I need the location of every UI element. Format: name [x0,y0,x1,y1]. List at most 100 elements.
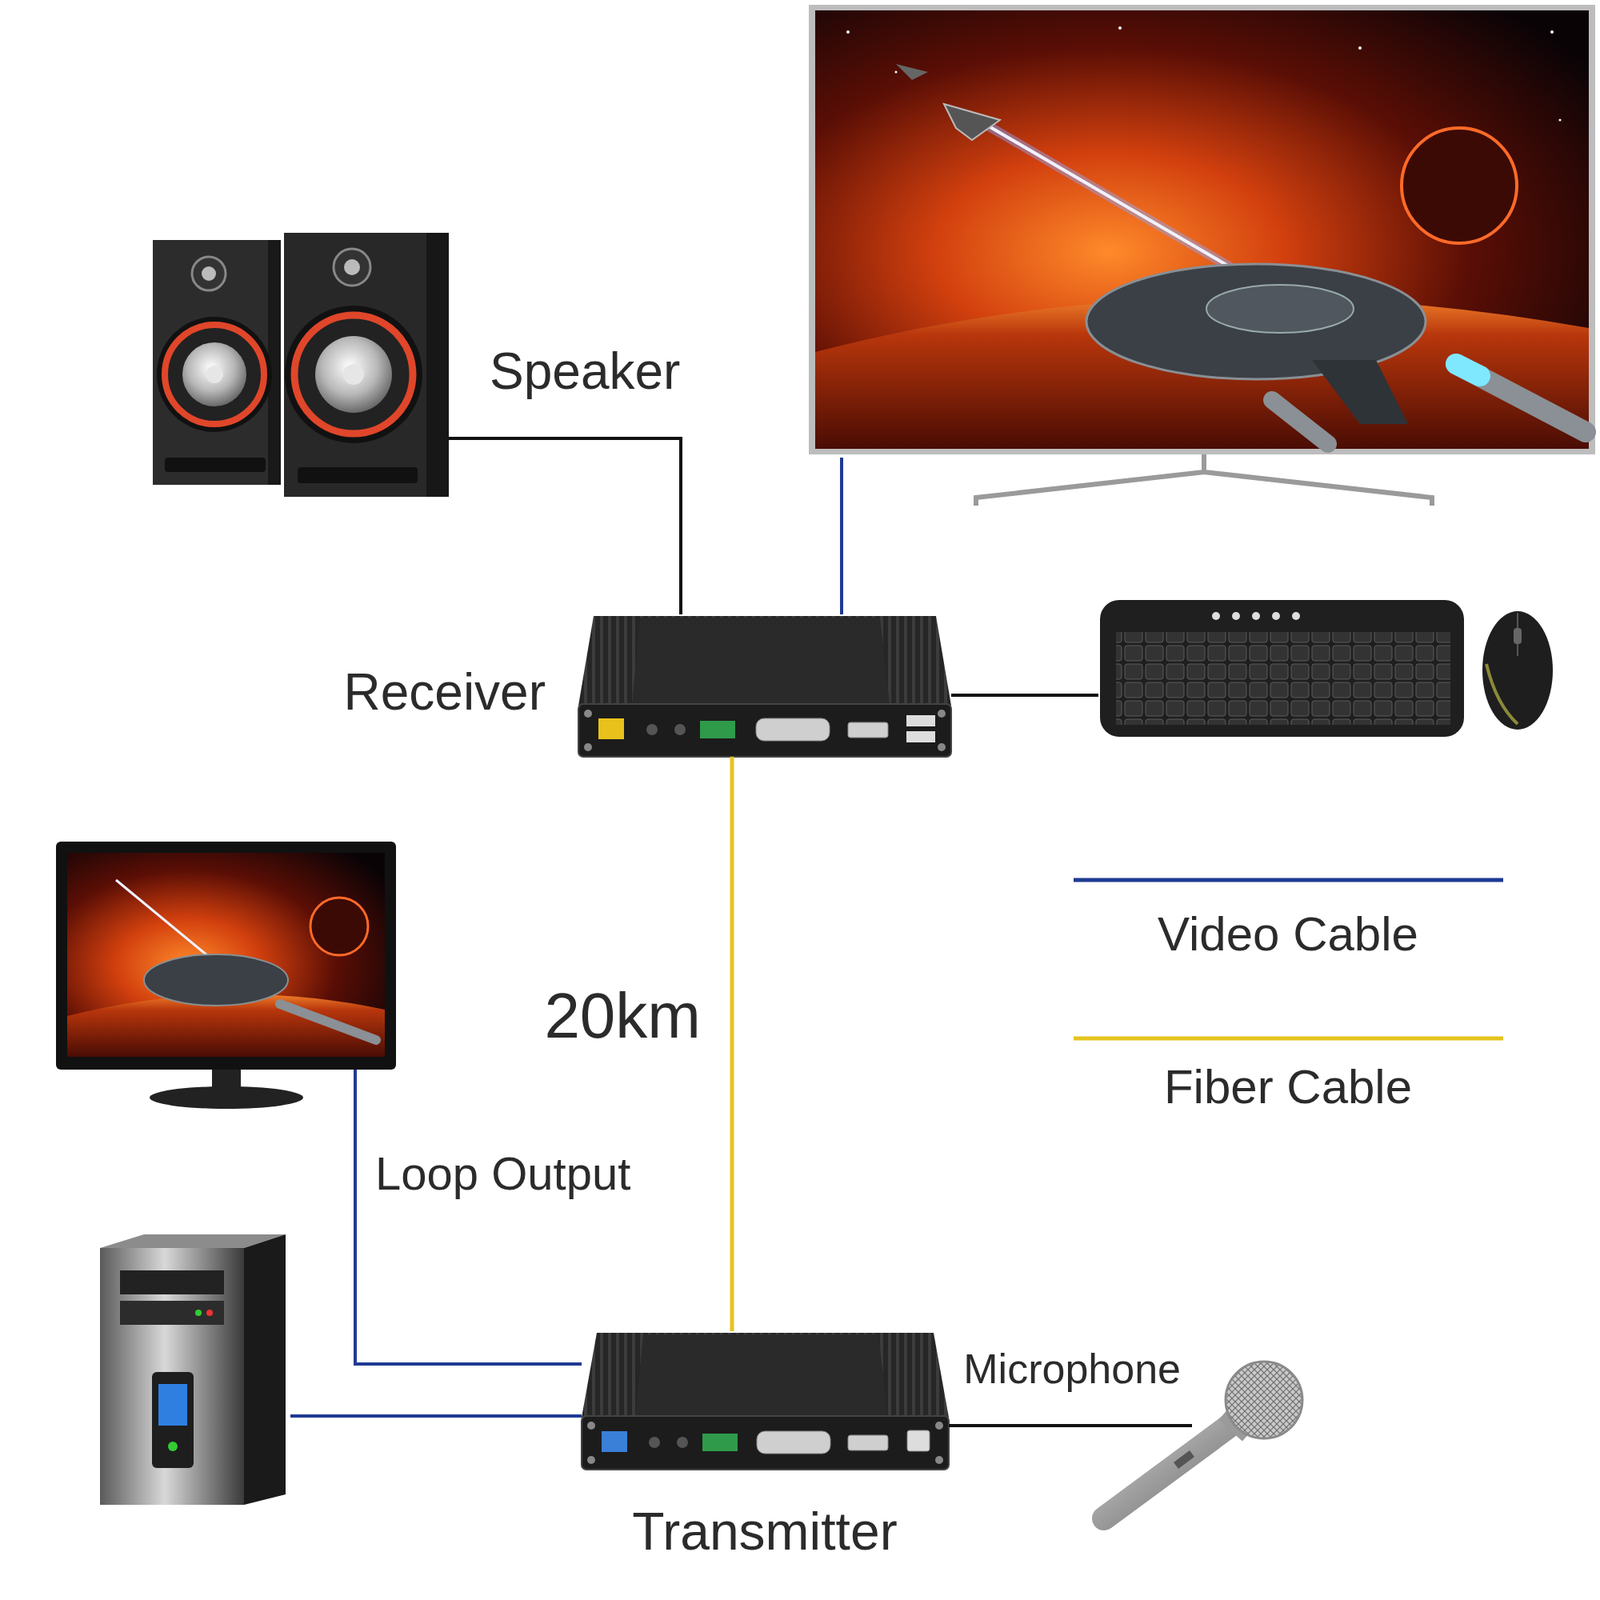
terminal-block [700,720,736,739]
label-anchor: Microphone [963,1345,1181,1394]
transmitter-top [581,1332,949,1418]
star [1559,119,1562,122]
transmitter-device [581,1332,949,1470]
transmitter-top-panel [635,1334,888,1416]
receiver-device [578,616,952,757]
legend-item: Video Cable [1157,906,1419,962]
drive-bay [120,1270,224,1295]
monitor-frame [56,841,396,1070]
mic-handle [1104,1419,1239,1519]
ship-hull [1312,360,1408,424]
dvi-port [756,718,830,741]
speaker-side [426,232,449,497]
tweeter-dome [344,259,360,276]
audio-jack [646,724,658,736]
media-key [1212,612,1220,620]
transmitter-unit: Transmitter [581,1331,949,1470]
drive-bay [120,1300,224,1325]
tv-bezel [808,4,1596,455]
nacelle [280,1004,376,1040]
video-cable [840,457,844,615]
led [206,1309,213,1316]
mouse-wheel [1513,628,1522,644]
keyboard [1100,600,1464,737]
media-key [1292,612,1300,620]
legend-line-sample [1073,1036,1504,1041]
video-cable [290,1414,582,1418]
monitor-screen [67,852,385,1057]
label-anchor: Receiver [343,663,546,723]
speaker-cabinet [152,240,281,485]
woofer-cap [343,364,364,385]
bass-port [164,457,266,472]
legend-item: Fiber Cable [1164,1059,1412,1115]
label-anchor: Transmitter [632,1501,897,1563]
tv-screen [815,10,1589,449]
screw [937,743,946,752]
fiber-port [601,1431,628,1452]
screw [587,1421,596,1430]
label-anchor: Speaker [489,342,680,402]
screw [584,709,592,718]
moon [1401,128,1517,244]
mic-shade [1104,1419,1239,1519]
pc-tower [100,1234,286,1505]
distance-label: 20km [540,979,704,1053]
star [895,71,898,74]
woofer-ring [294,315,413,434]
hdmi-port [848,1435,888,1451]
legend-text: Video Cable [1157,906,1419,962]
status-display [158,1384,188,1426]
microphone-unit: Microphone [1192,1372,1304,1484]
laser-beam [116,880,208,956]
woofer-cone [315,336,392,413]
nacelle-tip [1456,364,1480,376]
speaker-unit: Speaker [152,232,449,497]
small-ship [896,64,928,80]
usb-port [906,731,936,743]
keyboard-mouse [1100,600,1553,737]
microphone [1104,1361,1303,1519]
audio-jack [674,724,686,736]
monitor [56,841,396,1109]
mic-head [1225,1361,1303,1439]
small-ship [944,104,1000,140]
media-key [1252,612,1260,620]
device-label: Transmitter [632,1501,897,1563]
woofer-ring [164,324,264,424]
nacelle [1272,400,1328,444]
mouse [1482,611,1553,730]
front-panel [152,1372,194,1468]
dvi-port [756,1431,831,1454]
key-grid [1116,632,1451,725]
tweeter-dome [201,266,216,281]
tower-side [244,1234,286,1505]
screw [935,1456,944,1464]
laser-beam [980,121,1236,271]
tower-front [100,1248,244,1505]
fiber-port [598,718,624,740]
usb-cable [951,693,1099,697]
receiver-front [578,704,952,757]
transmitter-front [581,1416,949,1470]
screw [937,709,946,718]
usb-b-port [907,1430,930,1452]
legend-text: Fiber Cable [1164,1059,1412,1115]
star [846,30,850,34]
screw [584,743,592,752]
saucer [144,954,288,1006]
power-led [168,1441,178,1452]
woofer-cap [205,365,224,384]
hdmi-port [848,722,888,738]
usb-port [906,715,936,727]
woofer-rim [284,305,423,444]
cable-label: Loop Output [375,1147,631,1201]
fiber-cable [730,756,735,1332]
laser-glow [980,121,1236,271]
star [1550,30,1554,34]
tv-stand [976,454,1432,506]
audio-jack [676,1436,688,1448]
receiver-top-panel [632,617,890,704]
